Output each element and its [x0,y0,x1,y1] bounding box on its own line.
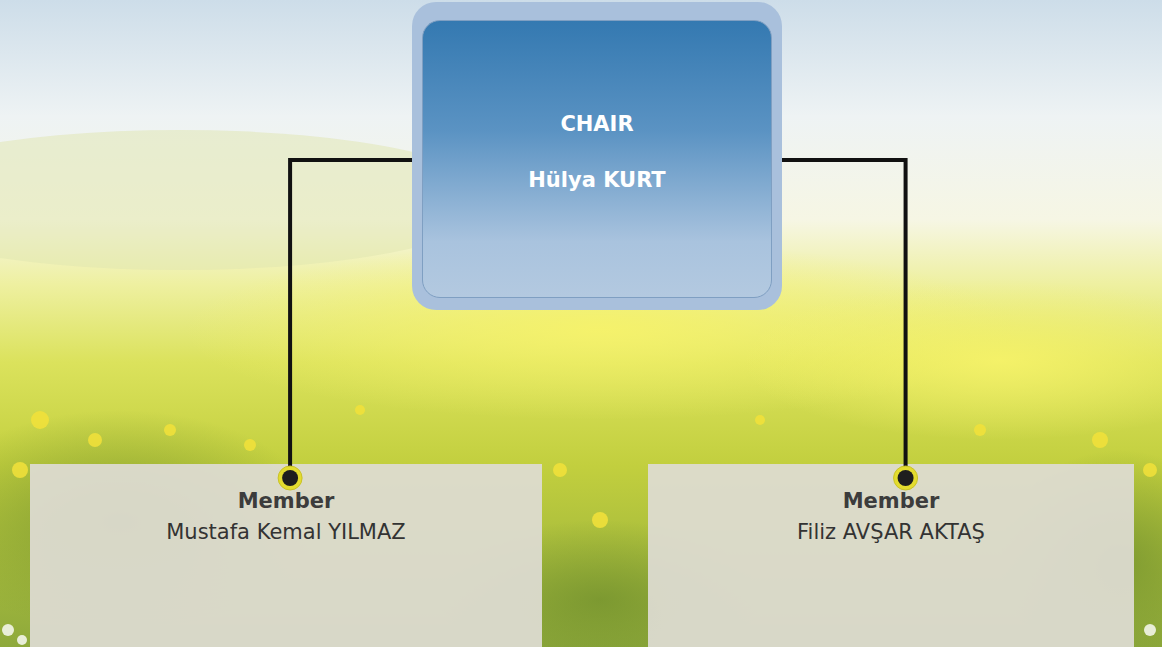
role-label: Member [46,486,526,517]
person-name: Filiz AVŞAR AKTAŞ [664,517,1118,548]
member-box: MemberMustafa Kemal YILMAZ [30,464,542,647]
person-name: Mustafa Kemal YILMAZ [46,517,526,548]
org-connector [782,160,906,464]
org-connector [290,160,412,464]
chair-box: CHAIR Hülya KURT [412,2,782,310]
dot-ring [278,466,302,490]
member-box: MemberFiliz AVŞAR AKTAŞ [648,464,1134,647]
chair-text-area: CHAIR Hülya KURT [422,20,772,298]
dot-center [282,470,298,486]
dot-ring [894,466,918,490]
role-title: CHAIR [560,110,633,138]
role-label: Member [664,486,1118,517]
chair-inner-panel [422,20,772,298]
dot-center [898,470,914,486]
person-name: Hülya KURT [528,166,665,194]
